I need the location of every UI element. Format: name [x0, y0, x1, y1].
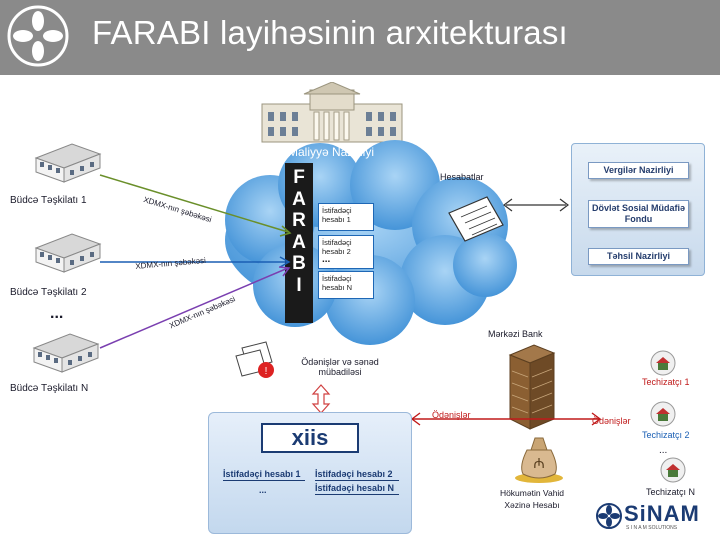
account-underline	[315, 480, 399, 481]
farabi-letter: A	[292, 231, 306, 253]
building-icon	[34, 233, 102, 273]
user-account-label: hesabı 2	[322, 247, 351, 256]
reports-label: Hesabatlar	[440, 172, 484, 182]
building-icon	[32, 333, 100, 373]
ministry-item: Təhsil Nazirliyi	[588, 248, 689, 265]
ministry-item: Dövlət Sosial Müdafiə Fondu	[588, 200, 689, 228]
user-account-dots: ...	[322, 254, 331, 265]
farabi-letter: R	[292, 210, 306, 231]
money-bag-icon: ₼	[515, 437, 563, 483]
user-account-1: İstifadəçi hesabı 1	[318, 203, 374, 231]
supplier-home-icon	[650, 350, 676, 376]
budget-org-2-label: Büdcə Təşkilatı 2	[10, 287, 87, 298]
account-underline	[223, 480, 305, 481]
vertical-double-arrow-icon	[311, 384, 331, 414]
farabi-letter: I	[296, 274, 302, 296]
sinam-brand-name: SiNAM	[624, 501, 700, 526]
sinam-tagline: S I N A M SOLUTIONS	[626, 525, 678, 531]
double-arrow-icon	[503, 198, 569, 212]
xiis-account-n: İstifadəçi hesabı N	[315, 483, 395, 493]
user-account-label: İstifadəçi	[322, 206, 352, 215]
user-account-2: İstifadəçi hesabı 2 ...	[318, 235, 374, 269]
sinam-logo-icon	[596, 503, 622, 529]
farabi-logo-icon	[7, 5, 69, 67]
page-title: FARABI layihəsinin arxitekturası	[92, 14, 568, 51]
supplier-1-label: Techizatçı 1	[642, 377, 690, 387]
treasury-label: Hökumətin Vahid Xəzinə Hesabı	[499, 488, 565, 510]
building-icon	[34, 143, 102, 183]
ministry-item: Vergilər Nazirliyi	[588, 162, 689, 179]
bank-building-icon	[508, 344, 556, 430]
farabi-letter: F	[293, 167, 305, 188]
report-document-icon	[448, 196, 504, 242]
xiis-account-dots: ...	[259, 485, 267, 495]
header-bar: FARABI layihəsinin arxitekturası	[0, 0, 720, 75]
budget-org-1-label: Büdcə Təşkilatı 1	[10, 195, 87, 206]
xiis-panel: xiis İstifadəçi hesabı 1 İstifadəçi hesa…	[208, 412, 412, 534]
farabi-column: F A R A B I	[285, 163, 313, 323]
svg-text:₼: ₼	[533, 455, 544, 471]
user-account-label: İstifadəçi	[322, 274, 352, 283]
document-exchange-icon: !	[235, 341, 274, 378]
budget-org-n-label: Büdcə Təşkilatı N	[10, 383, 89, 394]
central-bank-label: Mərkəzi Bank	[488, 329, 543, 339]
payments-exchange-label: Ödənişlər və sənəd mübadiləsi	[301, 357, 379, 377]
payments-label-left: Ödənişlər	[432, 410, 471, 420]
xiis-account-2: İstifadəçi hesabı 2	[315, 469, 393, 479]
payments-arrow	[410, 412, 602, 426]
payments-label-right: Ödənişlər	[592, 416, 631, 426]
ministries-panel: Vergilər Nazirliyi Dövlət Sosial Müdafiə…	[571, 143, 705, 276]
supplier-home-icon	[650, 401, 676, 427]
supplier-dots: ...	[659, 445, 668, 456]
supplier-n-label: Techizatçı N	[646, 487, 696, 497]
ministry-label: Maliyyə Nazirliyi	[288, 145, 375, 159]
user-account-label: hesabı 1	[322, 215, 351, 224]
supplier-home-icon	[660, 457, 686, 483]
xiis-title: xiis	[261, 423, 359, 453]
supplier-2-label: Techizatçı 2	[642, 430, 690, 440]
ministry-building-icon	[261, 82, 403, 143]
user-account-label: İstifadəçi	[322, 238, 352, 247]
budget-org-dots: ...	[50, 305, 64, 322]
account-underline	[315, 494, 399, 495]
svg-text:!: !	[265, 366, 268, 377]
farabi-letter: B	[292, 253, 306, 274]
xiis-account-1: İstifadəçi hesabı 1	[223, 469, 301, 479]
user-account-label: hesabı N	[322, 283, 353, 292]
farabi-letter: A	[292, 188, 306, 210]
user-account-n: İstifadəçi hesabı N	[318, 271, 374, 299]
